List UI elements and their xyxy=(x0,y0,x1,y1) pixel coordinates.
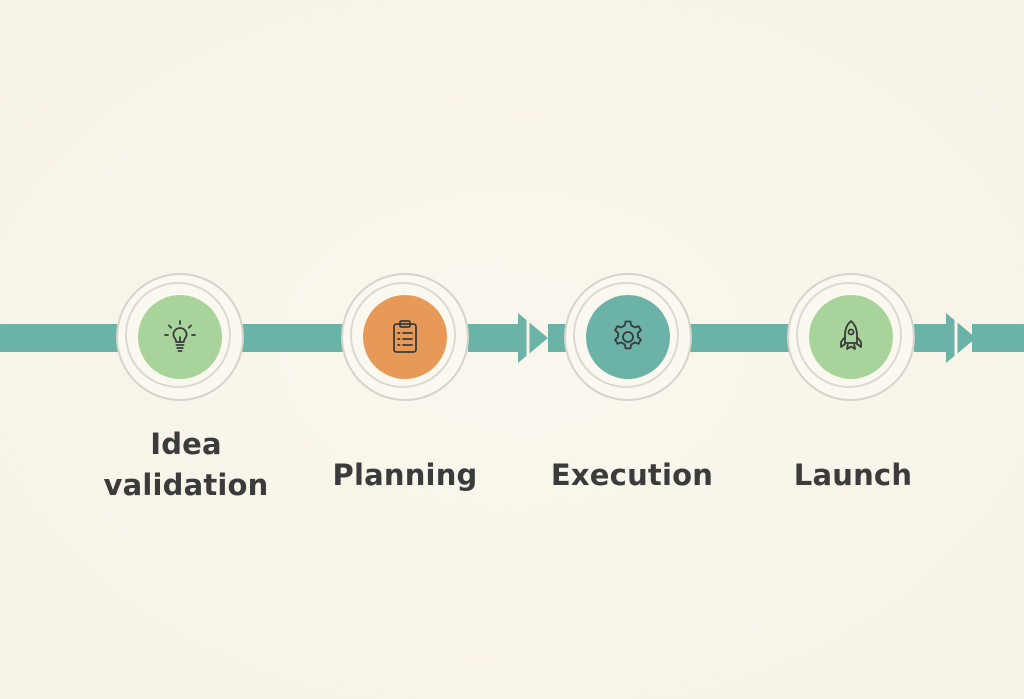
step-disc xyxy=(809,295,893,379)
step-execution xyxy=(564,273,692,401)
track-arrow-1-tip-outline xyxy=(526,314,555,362)
track-arrow-2-tip-outline xyxy=(954,314,983,362)
track-segment-2 xyxy=(548,324,568,352)
step-idea-validation xyxy=(116,273,244,401)
step-launch xyxy=(787,273,915,401)
step-planning xyxy=(341,273,469,401)
lightbulb-icon xyxy=(164,320,196,352)
step-label-idea-validation: Idea validation xyxy=(103,427,269,502)
clipboard-list-icon xyxy=(393,320,417,353)
step-disc xyxy=(586,295,670,379)
step-label-planning: Planning xyxy=(332,458,478,492)
rocket-icon xyxy=(840,320,862,350)
step-label-launch: Launch xyxy=(793,458,913,492)
step-disc xyxy=(363,295,447,379)
track-arrow-2 xyxy=(914,313,976,363)
track-segment-start xyxy=(0,324,120,352)
track-segment-1 xyxy=(242,324,344,352)
track-segment-end xyxy=(972,324,1024,352)
step-label-execution: Execution xyxy=(550,458,714,492)
track-arrow-1 xyxy=(468,313,548,363)
gear-icon xyxy=(614,320,642,350)
step-disc xyxy=(138,295,222,379)
track-segment-3 xyxy=(690,324,790,352)
